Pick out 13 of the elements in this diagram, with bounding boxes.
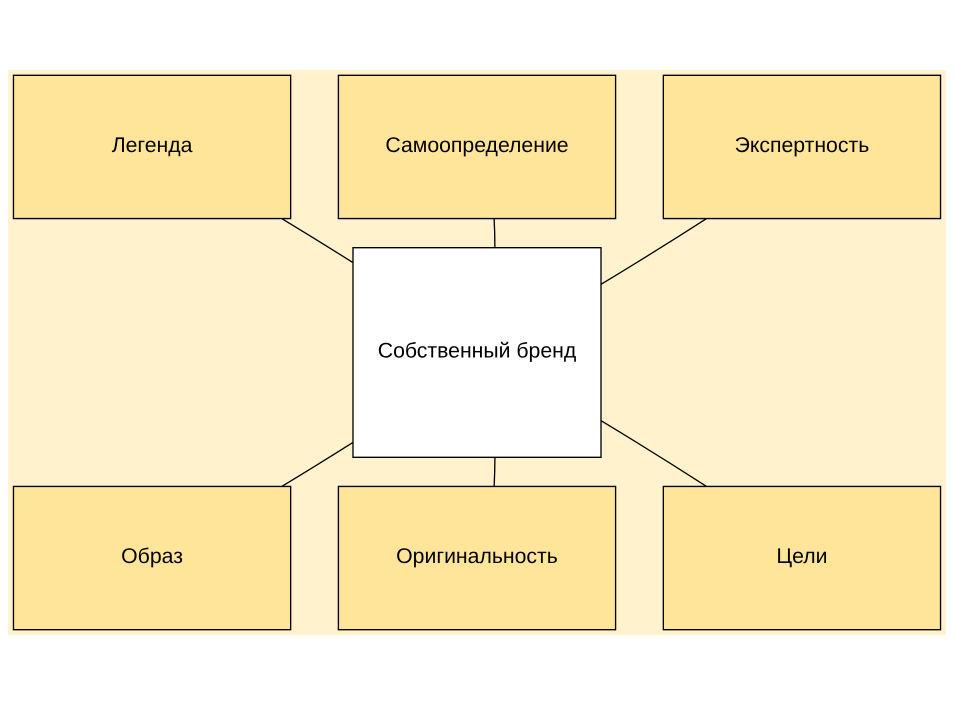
connector (494, 458, 496, 486)
connector (600, 420, 707, 487)
node-box: Легенда (12, 74, 292, 220)
connector (600, 218, 707, 285)
connector (282, 442, 354, 487)
connector (282, 218, 353, 263)
node-box: Оригинальность (338, 486, 616, 630)
node-box: Цели (662, 486, 942, 630)
node-box: Самоопределение (338, 74, 616, 220)
connector (493, 218, 496, 248)
node-box: Экспертность (662, 74, 942, 220)
node-box: Образ (12, 486, 292, 630)
node-box: Собственный бренд (352, 247, 602, 458)
